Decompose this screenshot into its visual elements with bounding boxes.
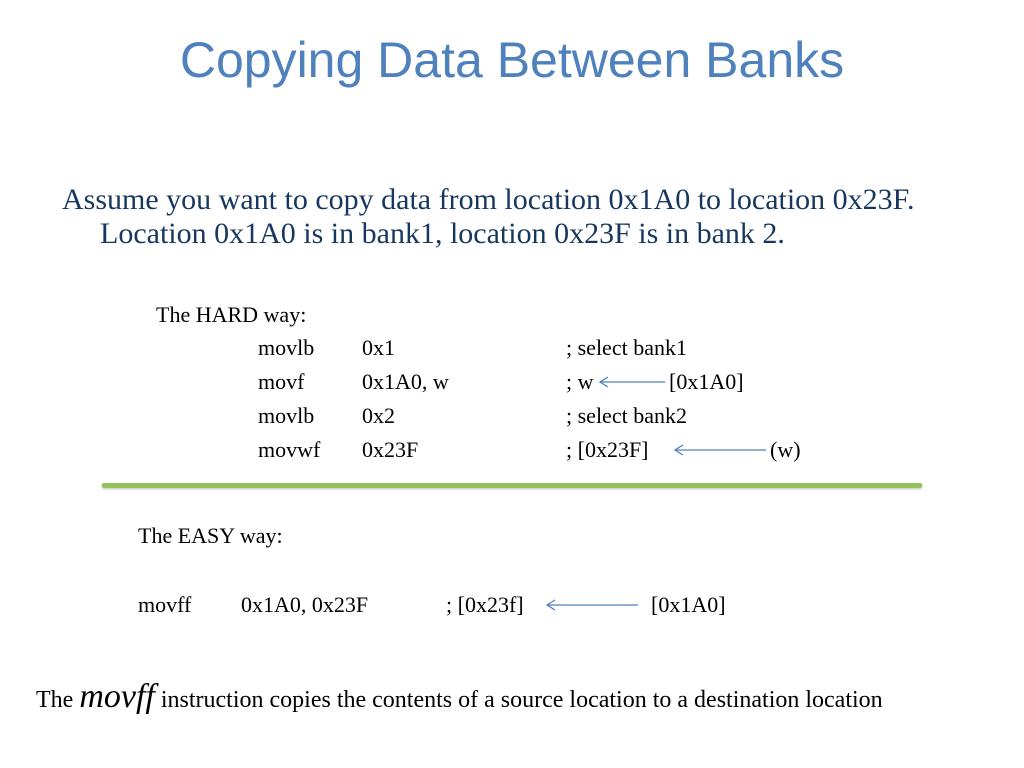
left-arrow-icon (545, 599, 638, 611)
comment: ; select bank1 (566, 335, 687, 360)
intro-bullet: Assume you want to copy data from locati… (62, 183, 915, 250)
comment: ; [0x23F] (566, 437, 649, 462)
hard-row-2: movf 0x1A0, w ; w [0x1A0] (0, 365, 1024, 399)
opcode: movff (138, 592, 192, 617)
slide-title: Copying Data Between Banks (179, 32, 845, 88)
easy-row: movff 0x1A0, 0x23F ; [0x23f] [0x1A0] (0, 588, 1024, 622)
footer-post: instruction copies the contents of a sou… (154, 687, 883, 713)
footer-note: The movff instruction copies the content… (36, 672, 996, 725)
comment: ; w (566, 369, 594, 394)
comment: ; select bank2 (566, 403, 687, 428)
left-arrow-icon (673, 444, 766, 456)
operand: 0x1 (362, 335, 395, 360)
source-ref: [0x1A0] (651, 592, 726, 617)
opcode: movwf (258, 437, 321, 462)
opcode: movlb (258, 335, 315, 360)
source-ref: (w) (770, 437, 801, 462)
operand: 0x1A0, 0x23F (241, 592, 369, 617)
left-arrow-icon (598, 376, 665, 388)
comment: ; [0x23f] (446, 592, 524, 617)
footer-pre: The (36, 687, 80, 713)
operand: 0x23F (362, 437, 419, 462)
source-ref: [0x1A0] (669, 369, 744, 394)
hard-row-4: movwf 0x23F ; [0x23F] (w) (0, 433, 1024, 467)
hard-way-label: The HARD way: (156, 302, 307, 327)
opcode: movf (258, 369, 305, 394)
opcode: movlb (258, 403, 315, 428)
section-divider (102, 483, 922, 488)
hard-row-1: movlb 0x1 ; select bank1 (0, 331, 1024, 365)
hard-row-3: movlb 0x2 ; select bank2 (0, 399, 1024, 433)
operand: 0x1A0, w (362, 369, 449, 394)
operand: 0x2 (362, 403, 395, 428)
easy-way-label: The EASY way: (138, 523, 283, 548)
footer-instruction: movff (79, 678, 155, 715)
